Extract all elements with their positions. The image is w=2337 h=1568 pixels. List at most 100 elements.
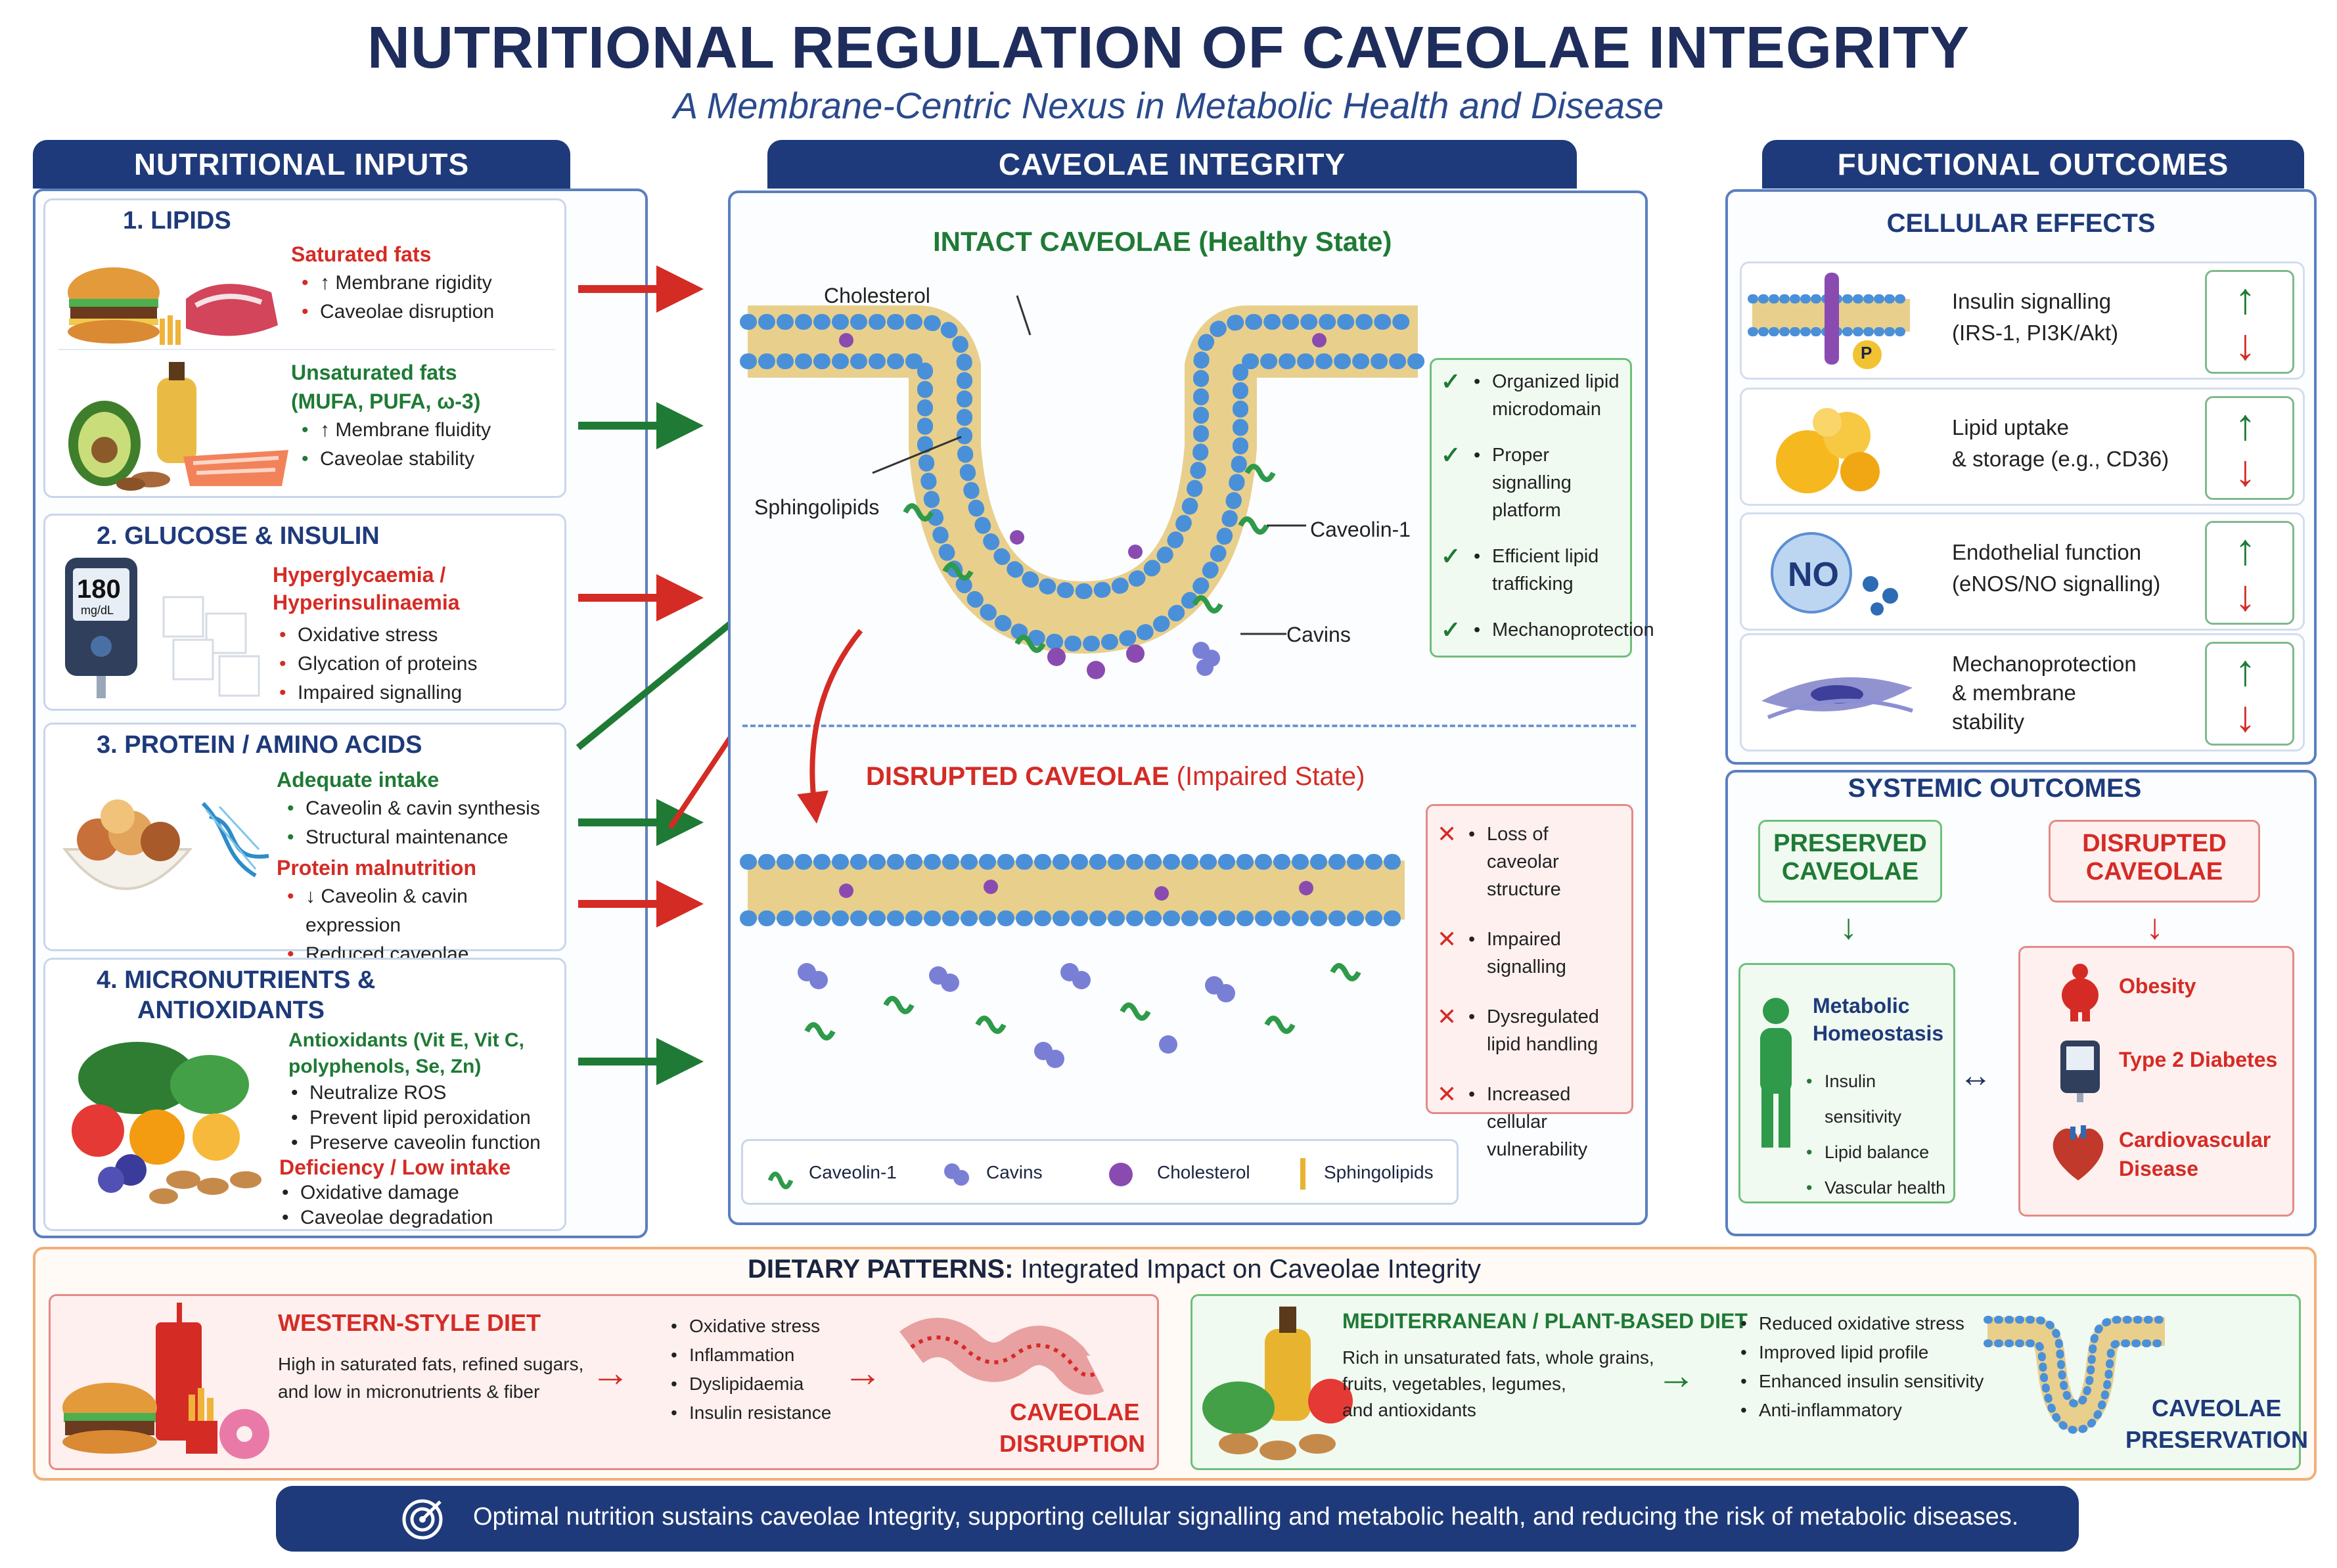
- glucose-card: 2. GLUCOSE & INSULIN 180 mg/dL Hyperglyc…: [43, 514, 566, 711]
- down-arrow-icon: ↓: [2235, 320, 2256, 369]
- no-badge: NO: [1788, 556, 1839, 594]
- disease-diabetes: Type 2 Diabetes: [2119, 1048, 2278, 1071]
- metabolic-line-1: Metabolic: [1813, 994, 1910, 1018]
- cellular-row-insulin: P Insulin signalling (IRS-1, PI3K/Akt) ↑…: [1740, 261, 2305, 380]
- glucose-effects-list: Oxidative stress Glycation of proteins I…: [277, 621, 477, 707]
- bidirectional-arrow-icon: ↔: [1959, 1057, 1992, 1094]
- lipid-line-2: & storage (e.g., CD36): [1952, 447, 2169, 471]
- down-arrow-icon: ↓: [2235, 692, 2256, 740]
- western-effect-item: Oxidative stress: [668, 1312, 831, 1341]
- mediterranean-effects-list: Reduced oxidative stress Improved lipid …: [1738, 1309, 1984, 1425]
- endothelial-line-2: (eNOS/NO signalling): [1952, 571, 2161, 596]
- protein-title: 3. PROTEIN / AMINO ACIDS: [97, 731, 422, 759]
- functional-outcomes-header: FUNCTIONAL OUTCOMES: [1762, 140, 2304, 189]
- disrupted-caveolae-title: DISRUPTED CAVEOLAE (Impaired State): [866, 762, 1365, 791]
- disrupted-effect-item: ✕Loss of caveolar structure: [1437, 820, 1625, 903]
- cavins-label: Cavins: [1286, 623, 1351, 646]
- target-icon: [402, 1499, 443, 1540]
- disease-obesity: Obesity: [2119, 974, 2196, 998]
- insulin-receptor-icon: [1748, 273, 1915, 369]
- western-diet-title: WESTERN-STYLE DIET: [278, 1309, 541, 1336]
- disease-box: Obesity Type 2 Diabetes Cardiovascular D…: [2018, 946, 2294, 1217]
- mediterranean-effect-item: Anti-inflammatory: [1738, 1396, 1984, 1425]
- unsaturated-item: ↑ Membrane fluidity: [299, 416, 491, 445]
- western-effect-item: Dyslipidaemia: [668, 1370, 831, 1399]
- metabolic-item: Vascular health: [1804, 1170, 1953, 1205]
- unsaturated-fats-label: Unsaturated fats: [291, 361, 457, 384]
- disrupted-line-2: CAVEOLAE: [2085, 858, 2223, 885]
- metabolic-list: Insulin sensitivity Lipid balance Vascul…: [1804, 1064, 1953, 1205]
- glucose-title: 2. GLUCOSE & INSULIN: [97, 522, 380, 550]
- western-result-1: CAVEOLAE: [1010, 1399, 1140, 1425]
- membrane-legend: Caveolin-1 Cavins Cholesterol Sphingolip…: [741, 1139, 1459, 1205]
- adequate-intake-label: Adequate intake: [277, 768, 440, 792]
- disrupted-effect-item: ✕Increased cellular vulnerability: [1437, 1081, 1625, 1163]
- deficiency-label: Deficiency / Low intake: [279, 1155, 511, 1179]
- nutritional-inputs-header: NUTRITIONAL INPUTS: [33, 140, 570, 189]
- saturated-item: Caveolae disruption: [299, 298, 494, 326]
- protein-malnutrition-label: Protein malnutrition: [277, 856, 476, 880]
- disrupted-arrow-icon: ↓: [2146, 907, 2164, 947]
- cholesterol-pointer: [1016, 295, 1032, 336]
- adequate-item: Caveolin & cavin synthesis: [284, 794, 540, 823]
- micronutrients-title-1: 4. MICRONUTRIENTS &: [97, 966, 376, 994]
- disrupted-caveolae-box: DISRUPTED CAVEOLAE: [2049, 820, 2260, 903]
- lipids-title: 1. LIPIDS: [123, 207, 231, 235]
- endothelial-updown: ↑ ↓: [2205, 521, 2294, 625]
- cholesterol-label: Cholesterol: [824, 284, 930, 307]
- mediterranean-desc-3: and antioxidants: [1342, 1400, 1476, 1420]
- intact-benefit-item: ✓Efficient lipid trafficking: [1441, 543, 1623, 598]
- legend-caveolin: Caveolin-1: [809, 1162, 897, 1182]
- adequate-item: Structural maintenance: [284, 823, 540, 852]
- transition-arrow: [797, 629, 863, 824]
- mechano-updown: ↑ ↓: [2205, 642, 2294, 746]
- western-effects-list: Oxidative stress Inflammation Dyslipidae…: [668, 1312, 831, 1427]
- sphingolipids-label: Sphingolipids: [754, 495, 880, 519]
- protein-food-icon: [62, 799, 269, 890]
- intact-caveolae-title: INTACT CAVEOLAE (Healthy State): [933, 226, 1392, 257]
- glucose-effect-item: Glycation of proteins: [277, 650, 477, 679]
- insulin-updown: ↑ ↓: [2205, 270, 2294, 374]
- intact-membrane-icon: [1984, 1316, 2169, 1435]
- western-result-2: DISRUPTION: [999, 1430, 1146, 1457]
- scattered-cavins: [798, 963, 1235, 1068]
- insulin-line-1: Insulin signalling: [1952, 289, 2112, 313]
- fast-food-icon: [62, 1303, 269, 1459]
- disease-cardiovascular-1: Cardiovascular: [2119, 1128, 2271, 1152]
- adequate-intake-list: Caveolin & cavin synthesis Structural ma…: [284, 794, 540, 852]
- glucose-meter-value: 180: [77, 575, 121, 604]
- lipids-card: 1. LIPIDS Saturated fats ↑ Membrane rigi…: [43, 198, 566, 498]
- disease-cardiovascular-2: Disease: [2119, 1157, 2198, 1180]
- caveolae-integrity-header: CAVEOLAE INTEGRITY: [767, 140, 1577, 189]
- down-arrow-icon: ↓: [2235, 446, 2256, 495]
- intact-benefit-item: ✓Organized lipid microdomain: [1441, 368, 1623, 423]
- cell-shape-icon: [1761, 677, 1913, 719]
- western-desc-1: High in saturated fats, refined sugars,: [278, 1354, 584, 1374]
- preserved-caveolae-box: PRESERVED CAVEOLAE: [1758, 820, 1942, 903]
- cellular-effects-title: CELLULAR EFFECTS: [1886, 209, 2156, 238]
- legend-sphingolipids: Sphingolipids: [1324, 1162, 1434, 1182]
- vegetables-icon: [72, 1042, 261, 1204]
- mechano-line-2: & membrane: [1952, 681, 2076, 705]
- metabolic-item: Insulin sensitivity: [1804, 1064, 1953, 1134]
- disrupted-effect-item: ✕Dysregulated lipid handling: [1437, 1003, 1625, 1058]
- intact-benefit-item: ✓Proper signalling platform: [1441, 441, 1623, 524]
- systemic-outcomes-title: SYSTEMIC OUTCOMES: [1848, 774, 2142, 803]
- scattered-caveolin: [804, 963, 1361, 1041]
- up-arrow-icon: ↑: [2235, 525, 2256, 573]
- cavin-markers: [1192, 642, 1220, 676]
- glucose-meter-unit: mg/dL: [81, 604, 114, 617]
- up-arrow-icon: ↑: [2235, 400, 2256, 449]
- micronutrients-card: 4. MICRONUTRIENTS & ANTIOXIDANTS Antioxi…: [43, 958, 566, 1231]
- mediterranean-desc-1: Rich in unsaturated fats, whole grains,: [1342, 1347, 1654, 1368]
- cellular-row-mechano: Mechanoprotection & membrane stability ↑…: [1740, 633, 2305, 751]
- glucose-effect-item: Oxidative stress: [277, 621, 477, 650]
- disrupted-effect-item: ✕Impaired signalling: [1437, 926, 1625, 981]
- deficiency-list: Oxidative damage Caveolae degradation: [279, 1180, 493, 1230]
- deficiency-item: Oxidative damage: [279, 1180, 493, 1205]
- footer-banner: Optimal nutrition sustains caveolae Inte…: [276, 1486, 2079, 1552]
- saturated-item: ↑ Membrane rigidity: [299, 269, 494, 298]
- deficiency-item: Caveolae degradation: [279, 1205, 493, 1230]
- antioxidant-item: Prevent lipid peroxidation: [288, 1106, 541, 1131]
- western-effect-item: Inflammation: [668, 1341, 831, 1370]
